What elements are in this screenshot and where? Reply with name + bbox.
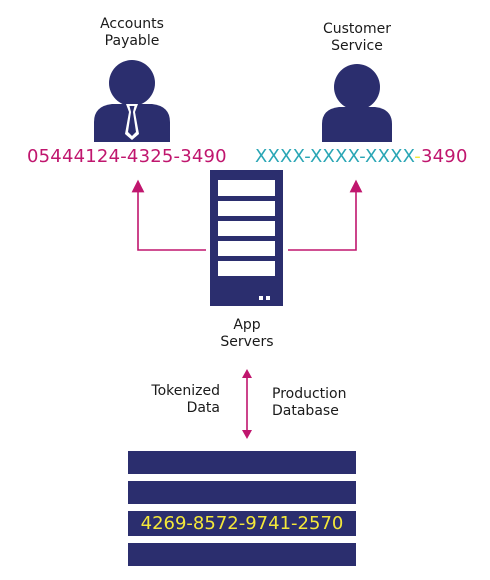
tokenized-data-label-line2: Data — [186, 400, 220, 416]
accounts-payable-label: Accounts Payable — [82, 16, 182, 50]
customer-service-label-line1: Customer — [322, 21, 391, 37]
server-rack-icon — [210, 170, 283, 306]
connector-to-accounts-payable — [131, 179, 206, 251]
customer-service-label-line2: Service — [331, 38, 383, 54]
person-icon — [322, 64, 392, 142]
database-token-value: 4269-8572-9741-2570 — [140, 513, 344, 534]
tokenized-data-label-line1: Tokenized — [151, 383, 220, 399]
database-row — [128, 451, 356, 474]
masked-card-number-last4: 3490 — [420, 146, 468, 167]
database-row — [128, 481, 356, 504]
app-servers-label-line1: App — [233, 317, 261, 333]
production-database-label: Production Database — [272, 386, 382, 420]
person-with-tie-icon — [94, 60, 170, 142]
customer-service-label: Customer Service — [307, 21, 407, 55]
bidirectional-arrow — [242, 369, 252, 439]
masked-card-number-hidden-digits: XXXX-XXXX-XXXX — [255, 146, 415, 167]
app-servers-label: App Servers — [197, 317, 297, 351]
full-card-number: 05444124-4325-3490 — [27, 146, 227, 167]
masked-card-number-separator: - — [414, 146, 421, 167]
masked-card-number: XXXX-XXXX-XXXX-3490 — [255, 146, 468, 167]
production-database-label-line2: Database — [272, 403, 339, 419]
database-row — [128, 543, 356, 566]
accounts-payable-label-line1: Accounts — [100, 16, 164, 32]
database-row-token: 4269-8572-9741-2570 — [128, 511, 356, 536]
accounts-payable-label-line2: Payable — [104, 33, 160, 49]
connector-to-customer-service — [288, 179, 363, 251]
app-servers-label-line2: Servers — [220, 334, 274, 350]
tokenized-data-label: Tokenized Data — [120, 383, 220, 417]
production-database-label-line1: Production — [272, 386, 347, 402]
